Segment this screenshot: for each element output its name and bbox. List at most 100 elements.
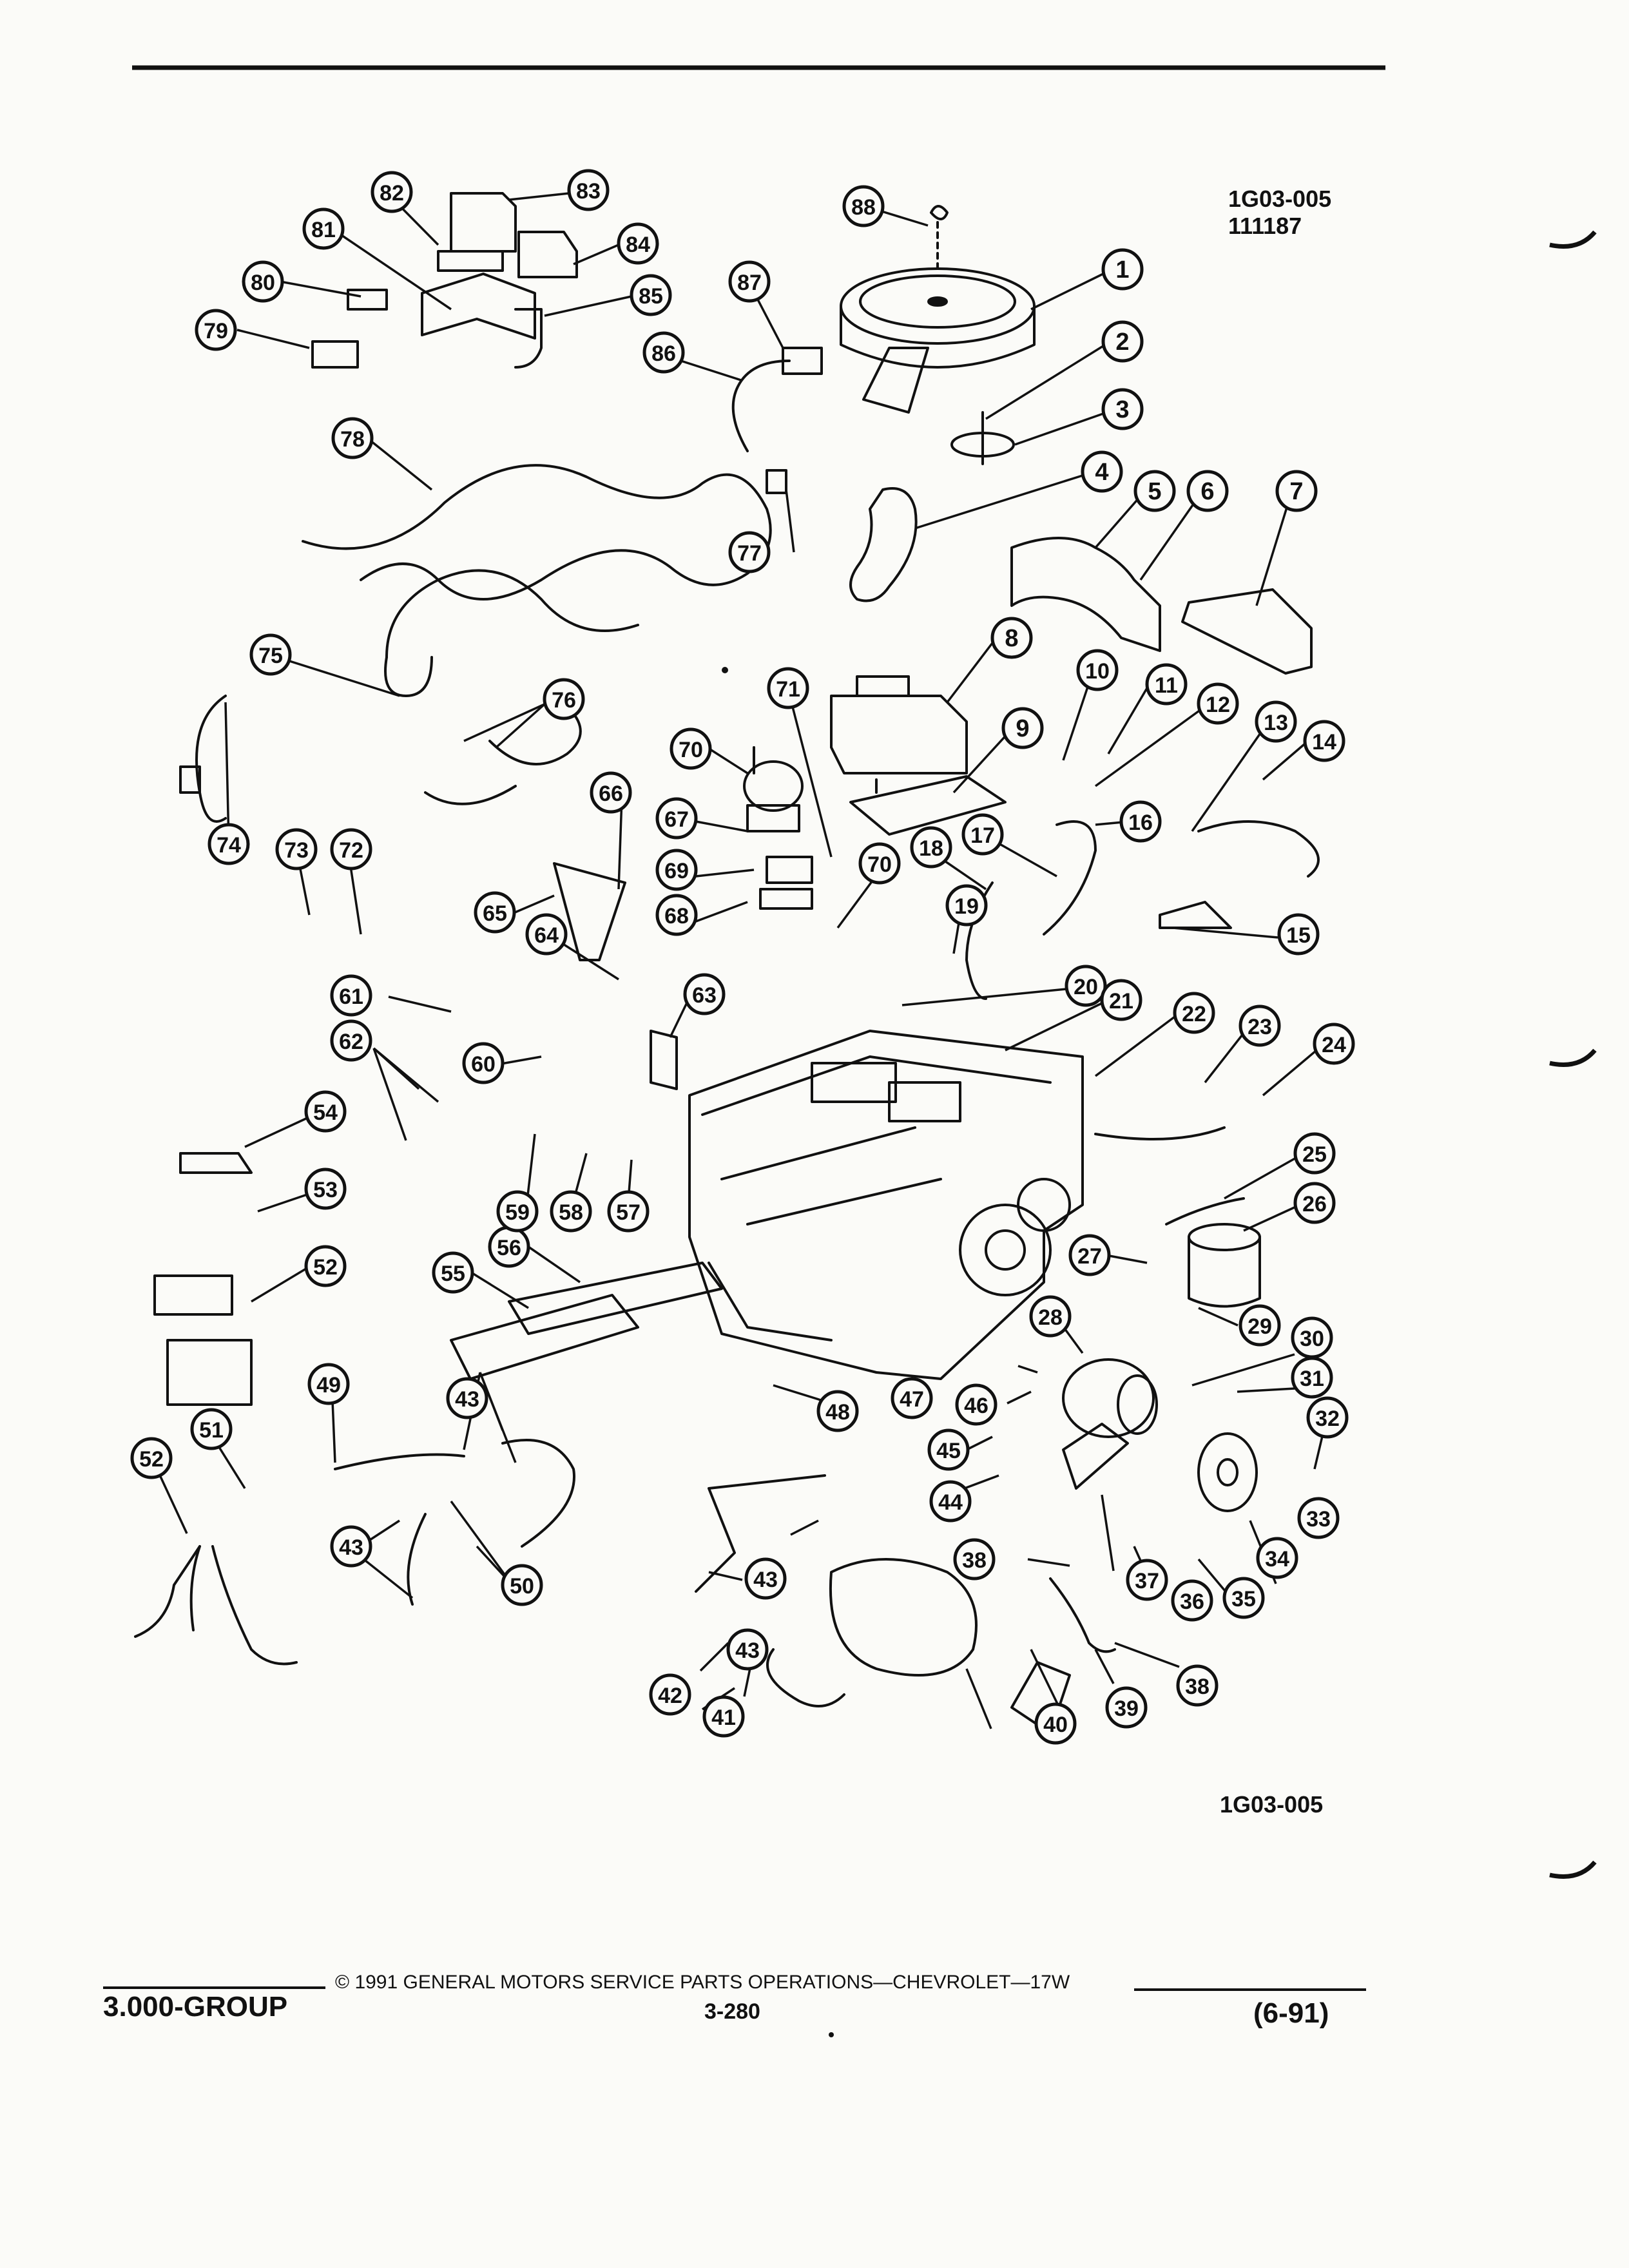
callout-55: 55 <box>432 1251 474 1294</box>
air-cleaner-drawing <box>840 205 1036 465</box>
callout-circle <box>1256 1537 1298 1579</box>
callout-52: 52 <box>304 1245 347 1287</box>
callout-number: 66 <box>599 782 623 806</box>
callout-3: 3 <box>1101 388 1144 430</box>
callout-number: 60 <box>471 1052 496 1077</box>
callout-circle <box>1297 1497 1340 1539</box>
callout-number: 43 <box>753 1568 778 1592</box>
callout-88: 88 <box>842 185 885 227</box>
callout-circle <box>726 1628 769 1671</box>
callout-number: 3 <box>1115 396 1129 423</box>
callout-number: 56 <box>497 1236 521 1260</box>
callout-circle <box>670 727 712 770</box>
callout-circle <box>945 884 988 927</box>
callout-number: 82 <box>380 181 404 206</box>
leader-lines <box>157 192 1325 1729</box>
callout-circle <box>1171 1579 1213 1622</box>
callout-56: 56 <box>488 1225 530 1268</box>
callout-85: 85 <box>630 274 672 316</box>
callout-circle <box>550 1190 592 1233</box>
callout-number: 31 <box>1300 1367 1324 1391</box>
ink-speck <box>829 2032 834 2037</box>
callout-number: 63 <box>692 983 717 1008</box>
callout-1: 1 <box>1101 248 1144 291</box>
callout-11: 11 <box>1145 663 1188 706</box>
carburetor-drawing <box>830 675 968 794</box>
callout-number: 2 <box>1115 329 1129 356</box>
callout-circle <box>1065 965 1107 1007</box>
callout-circle <box>649 1673 691 1716</box>
callout-circle <box>590 771 632 814</box>
callout-30: 30 <box>1291 1316 1333 1359</box>
callout-number: 24 <box>1322 1033 1346 1057</box>
callout-circle <box>1239 1004 1281 1047</box>
callout-circle <box>275 828 318 870</box>
callout-number: 41 <box>711 1706 736 1730</box>
callout-46: 46 <box>955 1383 998 1426</box>
callout-number: 45 <box>936 1439 961 1463</box>
callout-number: 26 <box>1302 1192 1327 1216</box>
callout-circle <box>1293 1182 1336 1224</box>
footer-copyright: © 1991 GENERAL MOTORS SERVICE PARTS OPER… <box>335 1972 1070 1993</box>
callout-number: 12 <box>1206 693 1230 717</box>
part-drawings <box>134 192 1320 1735</box>
callout-circle <box>927 1428 970 1471</box>
callout-number: 15 <box>1286 923 1311 948</box>
callout-circle <box>929 1480 972 1523</box>
callout-44: 44 <box>929 1480 972 1523</box>
callout-65: 65 <box>474 891 516 934</box>
callout-circle <box>891 1377 933 1419</box>
callout-circle <box>1145 663 1188 706</box>
callout-circle <box>955 1383 998 1426</box>
callout-32: 32 <box>1306 1396 1349 1439</box>
callout-19: 19 <box>945 884 988 927</box>
callout-number: 7 <box>1289 478 1303 505</box>
callout-circle <box>330 974 372 1017</box>
callout-number: 5 <box>1148 478 1161 505</box>
callout-number: 78 <box>340 427 365 452</box>
engine-block-drawing <box>688 1030 1084 1380</box>
callout-circle <box>207 823 250 865</box>
callout-circle <box>242 260 284 303</box>
callout-number: 67 <box>664 807 689 832</box>
callout-number: 43 <box>735 1639 760 1663</box>
callout-number: 68 <box>664 904 689 928</box>
callout-67: 67 <box>655 797 698 840</box>
callout-circle <box>1100 979 1142 1021</box>
callout-number: 49 <box>316 1373 341 1398</box>
callout-number: 40 <box>1043 1713 1068 1737</box>
callout-circle <box>1303 720 1345 762</box>
callout-circle <box>462 1042 505 1084</box>
footer-revision: (6-91) <box>1253 1997 1329 2029</box>
callout-84: 84 <box>617 222 659 265</box>
callout-61: 61 <box>330 974 372 1017</box>
callout-number: 38 <box>1185 1675 1210 1699</box>
callout-circle <box>642 331 685 374</box>
callout-circle <box>474 891 516 934</box>
callout-number: 34 <box>1265 1547 1289 1571</box>
callout-circle <box>249 633 292 676</box>
callout-circle <box>331 417 374 459</box>
callout-number: 30 <box>1300 1327 1324 1351</box>
callout-number: 48 <box>825 1400 850 1425</box>
callout-number: 27 <box>1077 1244 1102 1269</box>
callout-52: 52 <box>130 1437 173 1479</box>
callout-number: 51 <box>199 1418 224 1443</box>
callout-circle <box>496 1190 539 1233</box>
air-pump-drawing <box>829 1558 978 1677</box>
callout-39: 39 <box>1105 1686 1148 1729</box>
callout-circle <box>1101 248 1144 291</box>
callout-circle <box>304 1168 347 1210</box>
callout-number: 69 <box>664 859 689 883</box>
figure-code: 1G03-005 <box>1228 186 1332 212</box>
callout-23: 23 <box>1239 1004 1281 1047</box>
callout-83: 83 <box>567 169 610 211</box>
callout-circle <box>525 913 568 956</box>
snorkel-hose-drawing <box>849 487 918 602</box>
pulley-drawing <box>1197 1432 1258 1512</box>
alternator-drawing <box>1062 1358 1158 1438</box>
callout-circle <box>330 828 372 870</box>
callout-51: 51 <box>190 1408 233 1450</box>
egr-valve-drawing <box>743 746 804 832</box>
callout-circle <box>655 894 698 936</box>
